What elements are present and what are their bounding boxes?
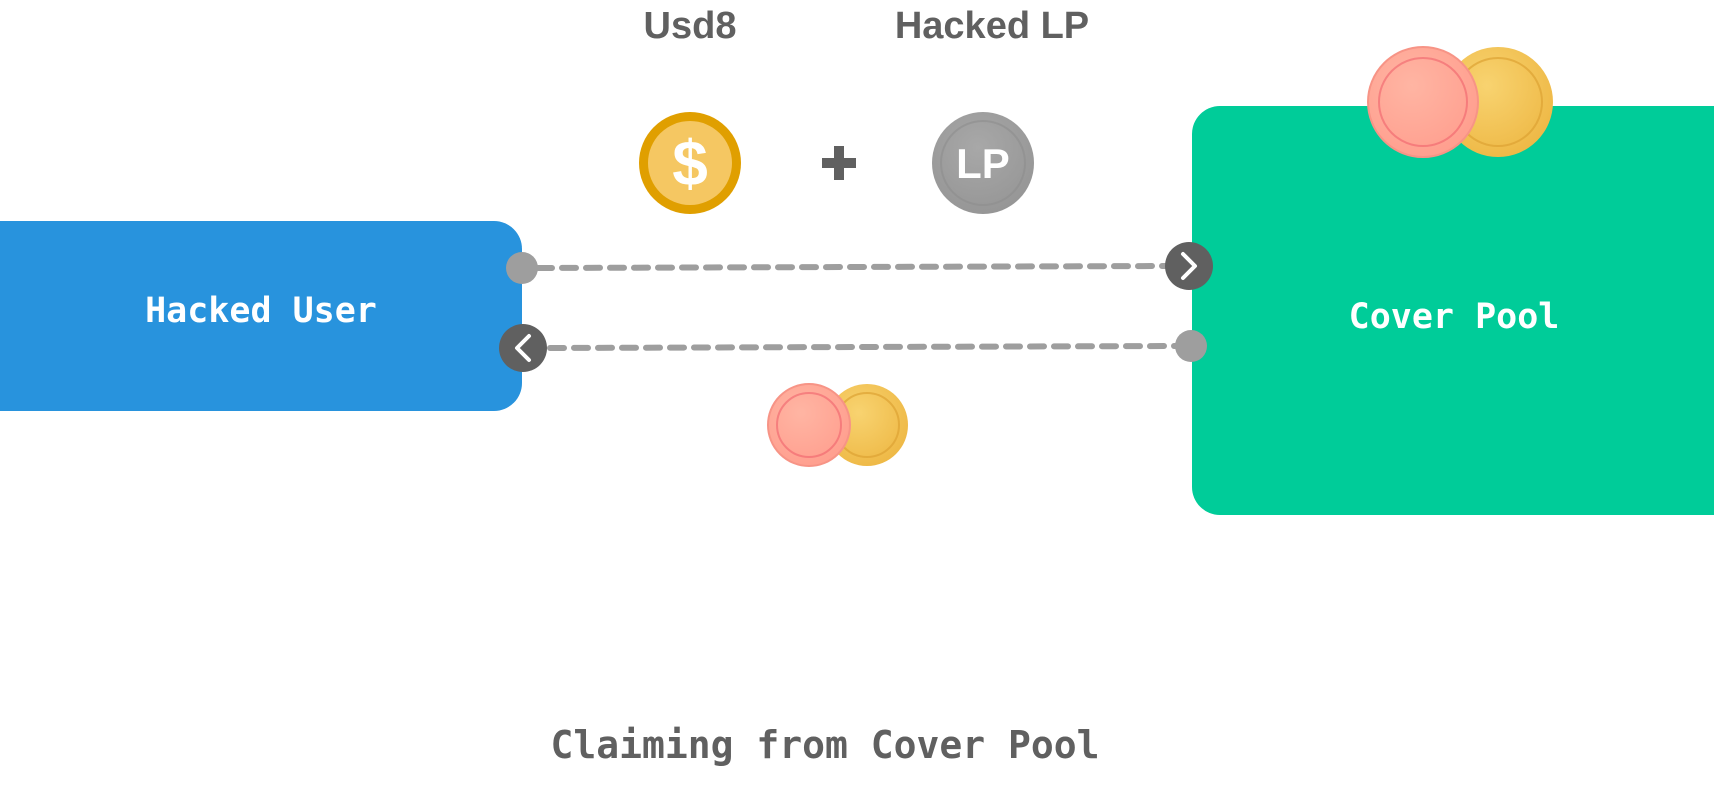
pink-coin-icon bbox=[1367, 46, 1479, 158]
dollar-coin-icon: $ bbox=[639, 112, 741, 214]
connector-start-dot[interactable] bbox=[1175, 330, 1207, 362]
lp-coin-icon: LP bbox=[932, 112, 1034, 214]
hacked-user-node[interactable]: Hacked User bbox=[0, 221, 522, 411]
plus-icon bbox=[822, 146, 856, 180]
connector-pool-to-user bbox=[499, 324, 1207, 372]
cover-pool-node[interactable]: Cover Pool bbox=[1192, 0, 1714, 786]
connector-user-to-pool bbox=[506, 242, 1213, 290]
cover-pool-coins-icon bbox=[1367, 46, 1553, 158]
usd8-label: Usd8 bbox=[644, 5, 737, 47]
arrow-right-icon[interactable] bbox=[1165, 242, 1213, 290]
pink-coin-icon bbox=[767, 383, 851, 467]
hacked-user-label: Hacked User bbox=[145, 291, 377, 331]
dollar-symbol: $ bbox=[672, 127, 708, 199]
payout-coins-icon bbox=[767, 383, 908, 467]
arrow-left-icon[interactable] bbox=[499, 324, 547, 372]
lp-symbol: LP bbox=[956, 140, 1010, 187]
diagram-caption: Claiming from Cover Pool bbox=[550, 723, 1099, 767]
hacked-lp-label: Hacked LP bbox=[895, 5, 1089, 47]
cover-pool-label: Cover Pool bbox=[1349, 297, 1560, 337]
connector-start-dot[interactable] bbox=[506, 252, 538, 284]
